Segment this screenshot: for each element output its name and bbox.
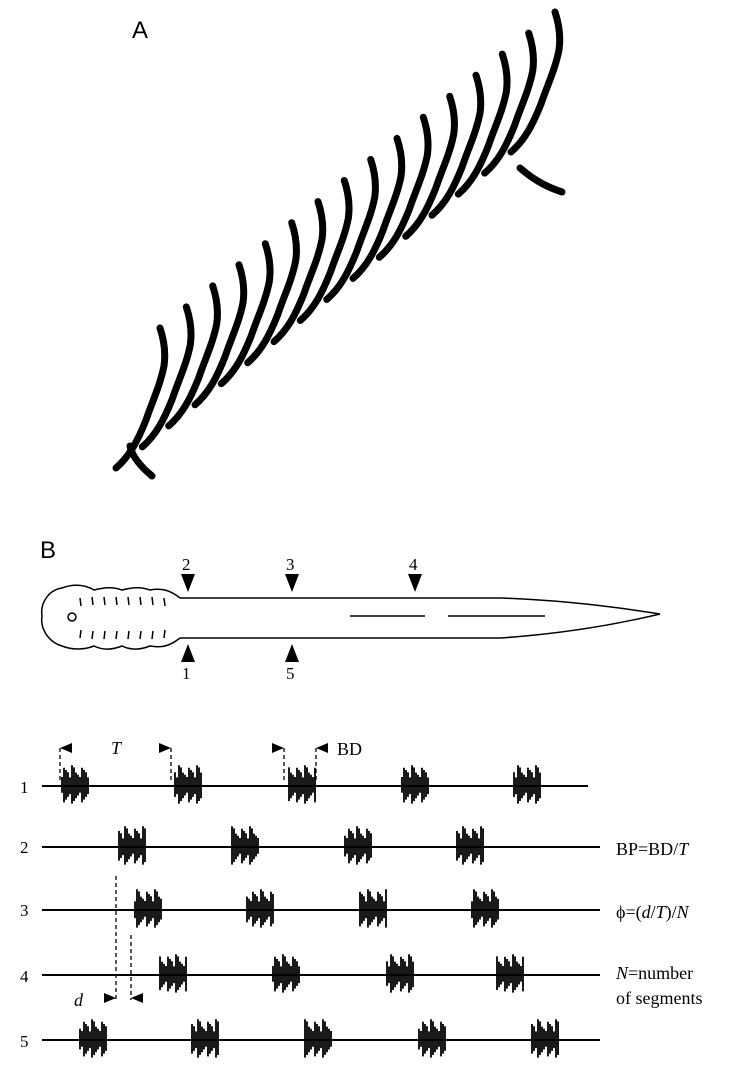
burst xyxy=(247,889,273,927)
marker-label-4: 4 xyxy=(409,555,418,574)
trace-label-4: 4 xyxy=(20,967,29,986)
burst xyxy=(232,826,258,864)
period-symbol: T xyxy=(111,738,123,758)
myotome-ticks xyxy=(80,597,165,639)
burst-duration-label: BD xyxy=(337,739,362,759)
burst xyxy=(175,765,201,803)
burst xyxy=(273,954,299,992)
burst xyxy=(514,765,540,803)
marker-label-3: 3 xyxy=(286,555,295,574)
burst xyxy=(402,765,428,803)
burst xyxy=(80,1019,106,1057)
marker-label-5: 5 xyxy=(286,664,295,683)
marker-label-1: 1 xyxy=(182,664,191,683)
burst xyxy=(532,1019,558,1057)
burst-duration-annotation xyxy=(272,743,328,783)
tail-stroke xyxy=(520,168,562,192)
head-outline xyxy=(42,585,180,649)
burst xyxy=(119,826,145,864)
burst xyxy=(457,826,483,864)
trace-label-1: 1 xyxy=(20,778,29,797)
trace-label-3: 3 xyxy=(20,901,29,920)
burst xyxy=(472,889,498,927)
period-start-arrow xyxy=(60,743,72,753)
delay-symbol: d xyxy=(74,990,84,1010)
recording-site-markers: 2 3 4 1 5 xyxy=(181,555,422,683)
burst xyxy=(62,765,88,803)
delay-end-arrow xyxy=(131,993,143,1003)
trace-label-5: 5 xyxy=(20,1032,29,1051)
trace-labels: 1 2 3 4 5 xyxy=(20,778,29,1051)
trace-label-2: 2 xyxy=(20,838,29,857)
marker-label-2: 2 xyxy=(182,555,191,574)
animal-outline xyxy=(42,585,660,649)
burst xyxy=(305,1019,331,1057)
formula-n-definition: N=number xyxy=(615,963,693,983)
burst-traces xyxy=(42,765,600,1057)
delay-start-arrow xyxy=(104,993,116,1003)
burst xyxy=(289,765,315,803)
bd-end-arrow xyxy=(316,743,328,753)
body-outline-sequence xyxy=(116,12,562,476)
formula-burst-proportion: BP=BD/T xyxy=(616,839,690,859)
body-bottom-edge xyxy=(180,614,660,638)
formula-n-definition-cont: of segments xyxy=(616,988,702,1008)
bd-start-arrow xyxy=(272,743,284,753)
burst xyxy=(497,954,523,992)
marker-arrow-2 xyxy=(181,574,195,592)
eye-spot xyxy=(68,613,76,621)
formula-phase-lag: ϕ=(d/T)/N xyxy=(616,902,690,923)
body-top-edge xyxy=(180,598,660,614)
burst xyxy=(160,954,186,992)
panel-b-label: B xyxy=(40,537,56,564)
burst xyxy=(345,826,371,864)
tail-stroke xyxy=(130,446,152,476)
period-end-arrow xyxy=(159,743,171,753)
marker-arrow-3 xyxy=(285,574,299,592)
burst xyxy=(419,1019,445,1057)
marker-arrow-1 xyxy=(181,644,195,662)
burst xyxy=(192,1019,218,1057)
burst xyxy=(360,889,386,927)
body-outline xyxy=(511,12,560,152)
burst xyxy=(387,954,413,992)
burst xyxy=(135,889,161,927)
marker-arrow-5 xyxy=(285,644,299,662)
panel-a-label: A xyxy=(132,17,148,44)
marker-arrow-4 xyxy=(408,574,422,592)
